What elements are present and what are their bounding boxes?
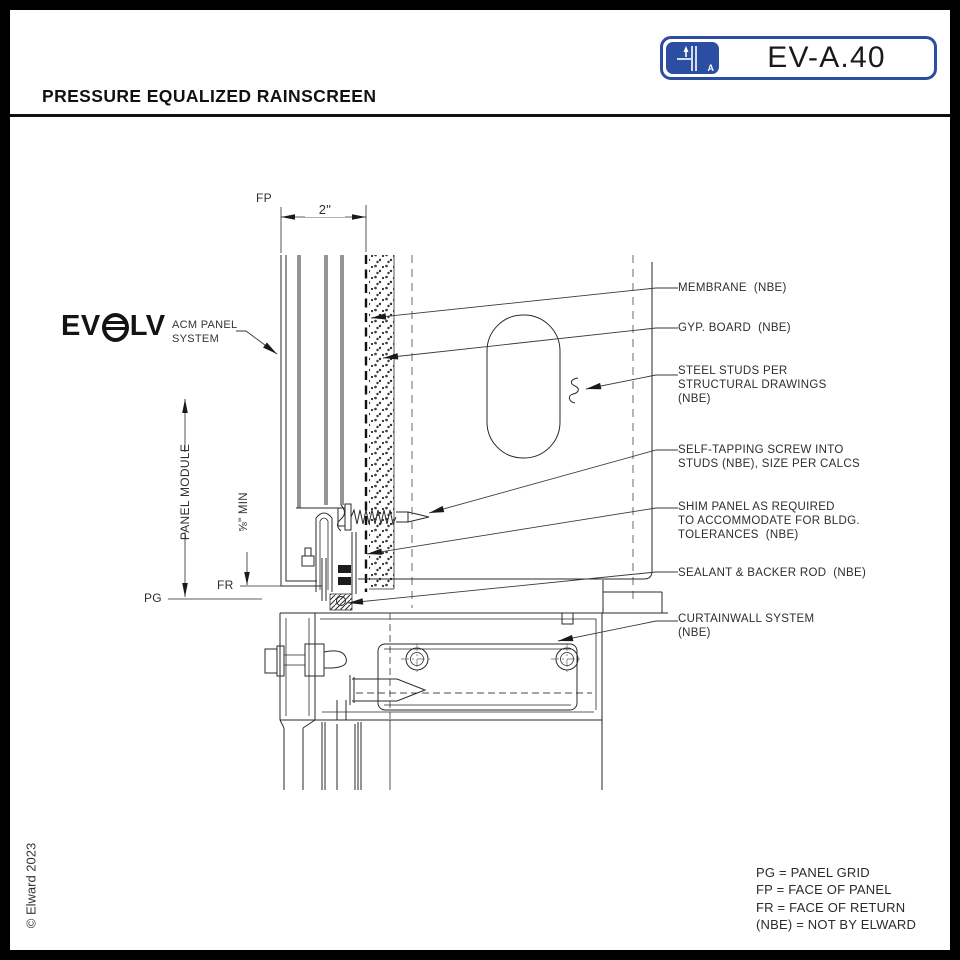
title-rule	[10, 114, 950, 117]
wall-assembly	[358, 255, 663, 613]
pg-label: PG	[144, 591, 162, 605]
legend-pg: PG = PANEL GRID	[756, 865, 870, 880]
min-return-dim: ⅝" MIN	[238, 492, 250, 532]
top-width-dim: 2"	[305, 202, 345, 218]
evolv-logo-o-icon	[101, 312, 129, 342]
copyright-note: © Elward 2023	[23, 842, 39, 929]
sealant-backer-rod	[329, 565, 353, 611]
sheet-title: PRESSURE EQUALIZED RAINSCREEN	[42, 86, 377, 106]
elward-detail-icon: A	[666, 42, 719, 74]
curtainwall-section	[264, 612, 668, 790]
legend-nbe: (NBE) = NOT BY ELWARD	[756, 917, 917, 933]
evolv-logo-text-left: EV	[61, 310, 101, 342]
callout-leaders	[236, 287, 678, 642]
evolv-logo-text-right: LV	[129, 310, 166, 342]
callout-shim-panel: SHIM PANEL AS REQUIRED TO ACCOMMODATE FO…	[678, 501, 860, 542]
callout-self-tapping-screw: SELF-TAPPING SCREW INTO STUDS (NBE), SIZ…	[678, 444, 860, 471]
callout-gyp-board: GYP. BOARD (NBE)	[678, 322, 791, 334]
top-dimension	[280, 205, 367, 253]
acm-panel-section	[280, 255, 345, 601]
fr-label: FR	[217, 578, 234, 592]
panel-module-dimension	[168, 399, 322, 600]
sheet-number-block: A EV-A.40	[660, 36, 937, 80]
fp-dim-label: FP	[256, 191, 272, 205]
callout-membrane: MEMBRANE (NBE)	[678, 282, 787, 294]
legend-fp: FP = FACE OF PANEL	[756, 882, 892, 898]
acm-panel-system-label: ACM PANEL SYSTEM	[172, 319, 238, 345]
detail-icon-glyph	[677, 46, 697, 71]
legend-fr: FR = FACE OF RETURN	[756, 899, 906, 915]
callout-steel-studs: STEEL STUDS PER STRUCTURAL DRAWINGS (NBE…	[678, 365, 827, 406]
callout-curtainwall-system: CURTAINWALL SYSTEM (NBE)	[678, 613, 815, 640]
abbreviation-legend: PG = PANEL GRID FP = FACE OF PANEL FR = …	[756, 864, 916, 934]
callout-sealant-backer-rod: SEALANT & BACKER ROD (NBE)	[678, 567, 867, 579]
sheet-number: EV-A.40	[767, 41, 886, 74]
evolv-logo: EV LV	[61, 310, 166, 342]
panel-clip-extrusion	[301, 504, 357, 594]
icon-letter: A	[707, 63, 715, 73]
panel-module-label: PANEL MODULE	[178, 443, 192, 541]
